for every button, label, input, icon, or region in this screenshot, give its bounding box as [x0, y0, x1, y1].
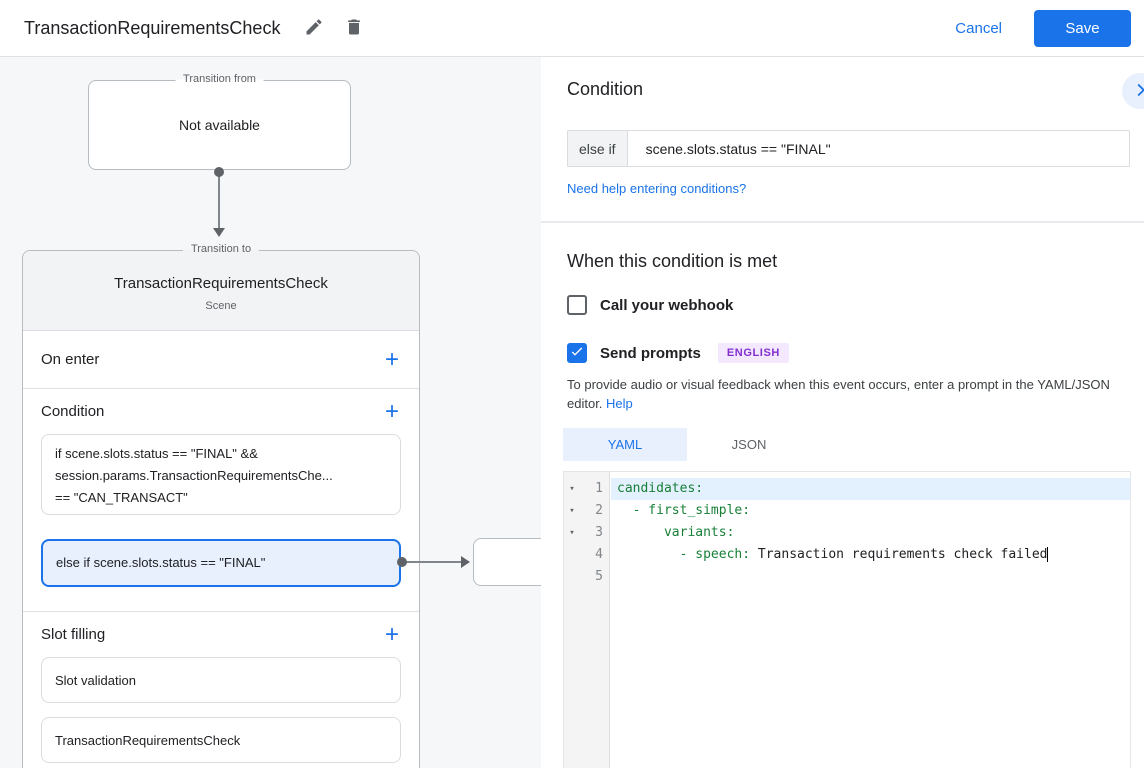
line-number: 4 [580, 544, 611, 566]
top-bar: TransactionRequirementsCheck Cancel Save [0, 0, 1144, 57]
scene-title: TransactionRequirementsCheck [114, 275, 328, 292]
line-number: 1 [580, 478, 611, 500]
prompts-helper-text: To provide audio or visual feedback when… [567, 375, 1133, 413]
code-text: candidates: [611, 478, 1130, 500]
check-icon [569, 343, 585, 364]
code-token: - first_simple: [617, 503, 750, 518]
code-text: - first_simple: [611, 500, 1130, 522]
trash-icon [344, 17, 364, 40]
section-condition: Condition + if scene.slots.status == "FI… [23, 389, 419, 612]
code-token: - speech: [617, 547, 750, 562]
edit-button[interactable] [302, 16, 326, 40]
add-condition-button[interactable]: + [383, 402, 401, 422]
condition-expression-input[interactable]: scene.slots.status == "FINAL" [628, 131, 1129, 166]
condition-prefix: else if [568, 131, 628, 166]
collapse-panel-button[interactable] [1122, 73, 1144, 109]
send-prompts-row: Send prompts ENGLISH [567, 343, 789, 363]
flow-canvas: Transition from Not available Transition… [0, 57, 541, 768]
connector-dot [397, 557, 407, 567]
add-slot-button[interactable]: + [383, 625, 401, 645]
editor-tabs: YAML JSON [563, 428, 811, 461]
fold-arrow-icon[interactable]: ▾ [564, 522, 580, 544]
code-token: variants: [617, 525, 734, 540]
plus-icon: + [385, 398, 399, 425]
save-button[interactable]: Save [1034, 10, 1131, 47]
panel-heading: Condition [567, 79, 643, 100]
section-on-enter: On enter + [23, 331, 419, 389]
help-link[interactable]: Help [606, 396, 633, 411]
connector-line [402, 561, 462, 563]
line-number: 3 [580, 522, 611, 544]
transition-from-content: Not available [179, 117, 260, 133]
delete-button[interactable] [342, 16, 366, 40]
fold-arrow-icon[interactable]: ▾ [564, 478, 580, 500]
on-enter-label: On enter [41, 351, 99, 368]
add-on-enter-button[interactable]: + [383, 350, 401, 370]
fold-arrow-icon[interactable]: ▾ [564, 500, 580, 522]
slot-filling-label: Slot filling [41, 626, 105, 643]
line-number: 2 [580, 500, 611, 522]
condition-panel: Condition else if scene.slots.status == … [541, 57, 1144, 768]
plus-icon: + [385, 621, 399, 648]
condition-expression-row: else if scene.slots.status == "FINAL" [567, 130, 1130, 167]
condition-item-selected[interactable]: else if scene.slots.status == "FINAL" [41, 539, 401, 587]
code-line[interactable]: 4 - speech: Transaction requirements che… [564, 544, 1130, 566]
plus-icon: + [385, 346, 399, 373]
line-number: 5 [580, 566, 611, 588]
code-line[interactable]: ▾1 candidates: [564, 478, 1130, 500]
code-line[interactable]: ▾3 variants: [564, 522, 1130, 544]
arrow-right-icon [461, 556, 470, 568]
condition-label: Condition [41, 403, 104, 420]
when-condition-met-heading: When this condition is met [567, 251, 777, 272]
tab-json[interactable]: JSON [687, 428, 811, 461]
code-text [611, 566, 1130, 588]
transition-from-legend: Transition from [175, 73, 264, 85]
arrow-down-icon [213, 228, 225, 237]
send-prompts-label: Send prompts [600, 345, 701, 362]
code-lines: ▾1candidates:▾2 - first_simple:▾3 varian… [564, 478, 1130, 588]
chevron-right-icon [1129, 79, 1144, 104]
code-text: variants: [611, 522, 1130, 544]
section-divider [541, 221, 1144, 223]
connector-line [218, 172, 220, 229]
helper-text: To provide audio or visual feedback when… [567, 377, 1110, 411]
transition-target-box[interactable] [473, 538, 541, 586]
cancel-button[interactable]: Cancel [955, 20, 1002, 37]
conditions-help-link[interactable]: Need help entering conditions? [567, 181, 746, 196]
call-webhook-checkbox[interactable] [567, 295, 587, 315]
send-prompts-checkbox[interactable] [567, 343, 587, 363]
scene-card: Transition to TransactionRequirementsChe… [22, 250, 420, 768]
code-token: Transaction requirements check failed [750, 547, 1047, 562]
language-badge: ENGLISH [718, 343, 789, 363]
condition-item[interactable]: if scene.slots.status == "FINAL" && sess… [41, 434, 401, 515]
webhook-row: Call your webhook [567, 295, 733, 315]
yaml-code-editor[interactable]: ▾1candidates:▾2 - first_simple:▾3 varian… [563, 471, 1131, 768]
connector-dot [214, 167, 224, 177]
code-line[interactable]: 5 [564, 566, 1130, 588]
text-caret [1047, 547, 1048, 562]
code-token: candidates: [617, 481, 703, 496]
scene-subtitle: Scene [205, 300, 236, 312]
code-text: - speech: Transaction requirements check… [611, 544, 1130, 566]
scene-card-header[interactable]: TransactionRequirementsCheck Scene [23, 251, 419, 331]
slot-item[interactable]: Slot validation [41, 657, 401, 703]
page-title: TransactionRequirementsCheck [24, 18, 280, 39]
transition-from-box[interactable]: Transition from Not available [88, 80, 351, 170]
call-webhook-label: Call your webhook [600, 297, 733, 314]
slot-item[interactable]: TransactionRequirementsCheck [41, 717, 401, 763]
tab-yaml[interactable]: YAML [563, 428, 687, 461]
transition-to-legend: Transition to [183, 243, 259, 255]
code-line[interactable]: ▾2 - first_simple: [564, 500, 1130, 522]
pencil-icon [304, 17, 324, 40]
section-slot-filling: Slot filling + Slot validation Transacti… [23, 612, 419, 763]
